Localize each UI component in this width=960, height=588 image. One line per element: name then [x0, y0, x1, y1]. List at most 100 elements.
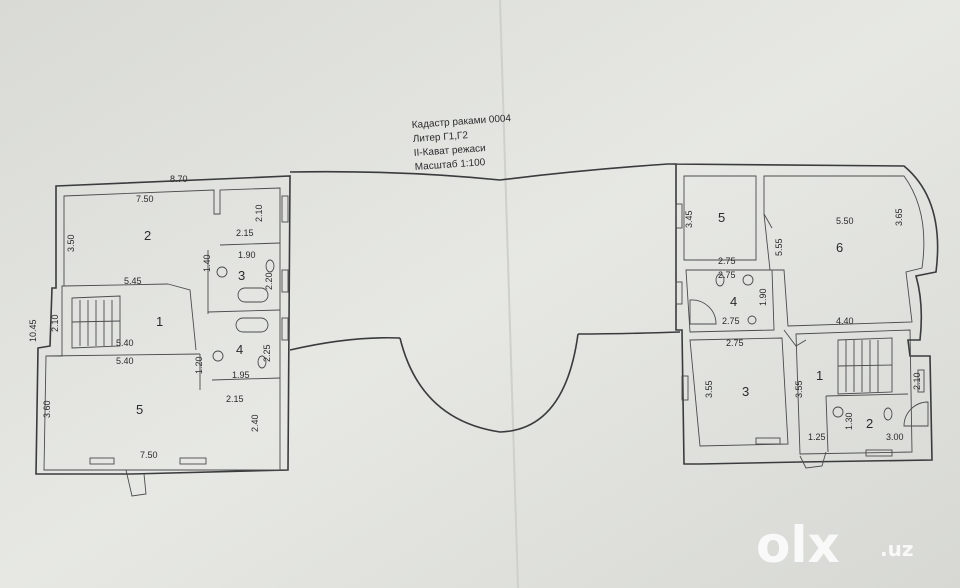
shower-icon [689, 299, 717, 325]
entrance-door [125, 469, 147, 497]
wall-r2-top [825, 393, 909, 397]
wall-r2-bottom [63, 283, 169, 287]
dim-top-870: 8.70 [170, 174, 188, 184]
dim-r4-top: 2.75 [718, 270, 736, 280]
toilet-icon-2 [257, 355, 267, 369]
door-swing-left-1 [167, 283, 197, 351]
left-lower-connector [289, 336, 401, 351]
wall-r3-top [219, 242, 281, 246]
room-number: 3 [742, 384, 749, 399]
right-floor-plan: 3.45 2.75 5.50 3.65 5.55 2.75 1.90 2.75 … [667, 163, 939, 469]
dim-r3-height: 2.20 [264, 272, 274, 290]
dim-r3-inner: 1.90 [238, 250, 256, 260]
dim-r6-height: 3.65 [894, 208, 904, 226]
watermark-tld: .uz [880, 537, 913, 561]
room-number: 4 [730, 294, 737, 309]
dim-r2-left: 1.25 [808, 432, 826, 442]
dim-r4-height: 1.90 [758, 288, 768, 306]
dim-r5-height: 3.60 [42, 400, 52, 418]
dim-r2-width: 7.50 [136, 194, 154, 204]
left-bathroom-fixtures [212, 259, 275, 369]
dim-r5-bottom: 7.50 [140, 450, 158, 460]
right-windows [675, 203, 925, 457]
left-outer-wall [35, 175, 291, 475]
left-dimensions: 8.70 7.50 3.50 5.45 2.10 2.15 1.40 1.90 … [28, 174, 274, 460]
dim-overall-height: 10.45 [28, 319, 38, 342]
dim-r3-width: 2.15 [236, 228, 254, 238]
door-swings-right [763, 213, 807, 347]
dim-r6-width: 5.50 [836, 216, 854, 226]
right-room6-wall [763, 175, 925, 327]
sink-icon [216, 266, 228, 278]
paper-fold-line [499, 0, 519, 588]
right-room1-wall [795, 329, 913, 455]
right-staircase [837, 337, 893, 395]
watermark-brand: olx [756, 516, 840, 574]
toilet-icon-2 [883, 407, 893, 421]
right-lower-connector [577, 331, 681, 335]
dim-r6-left: 5.55 [774, 238, 784, 256]
dim-r3-side: 1.40 [202, 254, 212, 272]
room-number: 2 [866, 416, 873, 431]
toilet-icon [265, 259, 275, 273]
sink-icon-2 [212, 350, 224, 362]
sink-icon-2 [747, 315, 757, 325]
header-line-2: Литер Г1,Г2 [412, 130, 468, 145]
bathtub-icon-2 [235, 317, 269, 333]
toilet-icon [715, 273, 725, 287]
right-room3-wall [689, 337, 789, 447]
left-inner-wall [43, 187, 281, 471]
room-number: 2 [144, 228, 151, 243]
dim-stair-height: 2.10 [50, 314, 60, 332]
dim-r4-side: 1.20 [194, 356, 204, 374]
left-room-numbers: 2 3 1 4 5 [136, 228, 245, 417]
right-dimensions: 3.45 2.75 5.50 3.65 5.55 2.75 1.90 2.75 … [684, 208, 922, 442]
right-room5-wall [683, 175, 757, 261]
left-floor-plan: 8.70 7.50 3.50 5.45 2.10 2.15 1.40 1.90 … [28, 174, 291, 497]
dim-r3-height: 3.55 [704, 380, 714, 398]
olx-watermark: olx .uz [756, 516, 913, 574]
dim-r4-width: 1.95 [232, 370, 250, 380]
wall-r4-bottom [211, 377, 281, 381]
dim-r2-height: 1.30 [844, 412, 854, 430]
room-number: 3 [238, 268, 245, 283]
sink-icon-3 [832, 406, 844, 418]
dim-r5-small: 2.15 [226, 394, 244, 404]
dim-r6-bottom: 4.40 [836, 316, 854, 326]
dim-r5-width: 2.75 [718, 256, 736, 266]
right-room4-wall [685, 269, 775, 333]
sink-icon [742, 274, 754, 286]
dim-r2-bottom: 5.45 [124, 276, 142, 286]
right-room-numbers: 5 6 4 3 1 2 [718, 210, 873, 431]
room-number: 1 [156, 314, 163, 329]
dim-r5-height: 3.45 [684, 210, 694, 228]
room-number: 5 [136, 402, 143, 417]
dim-r1-right: 2.10 [912, 372, 922, 390]
room-number: 1 [816, 368, 823, 383]
wall-r5-top [45, 353, 201, 357]
dim-r5-top: 5.40 [116, 356, 134, 366]
connecting-walls [289, 163, 681, 433]
dim-small-top: 2.10 [254, 204, 264, 222]
dim-r2-height: 3.50 [66, 234, 76, 252]
right-outer-wall [667, 163, 939, 465]
left-windows [89, 195, 289, 465]
right-bathroom-fixtures [689, 273, 929, 427]
dim-r2-width: 3.00 [886, 432, 904, 442]
left-staircase [71, 295, 121, 349]
room-number: 5 [718, 210, 725, 225]
wall-r3-r4 [207, 309, 281, 313]
dim-r4-height: 2.25 [262, 344, 272, 362]
room-number: 6 [836, 240, 843, 255]
dim-r1-height: 3.55 [794, 380, 804, 398]
dim-r1-bottom: 5.40 [116, 338, 134, 348]
right-entrance-door [799, 451, 827, 469]
dim-r5-right: 2.40 [250, 414, 260, 432]
bathtub-icon [237, 287, 269, 303]
top-connector-wall [289, 163, 669, 181]
room-number: 4 [236, 342, 243, 357]
dim-r3-top: 2.75 [726, 338, 744, 348]
